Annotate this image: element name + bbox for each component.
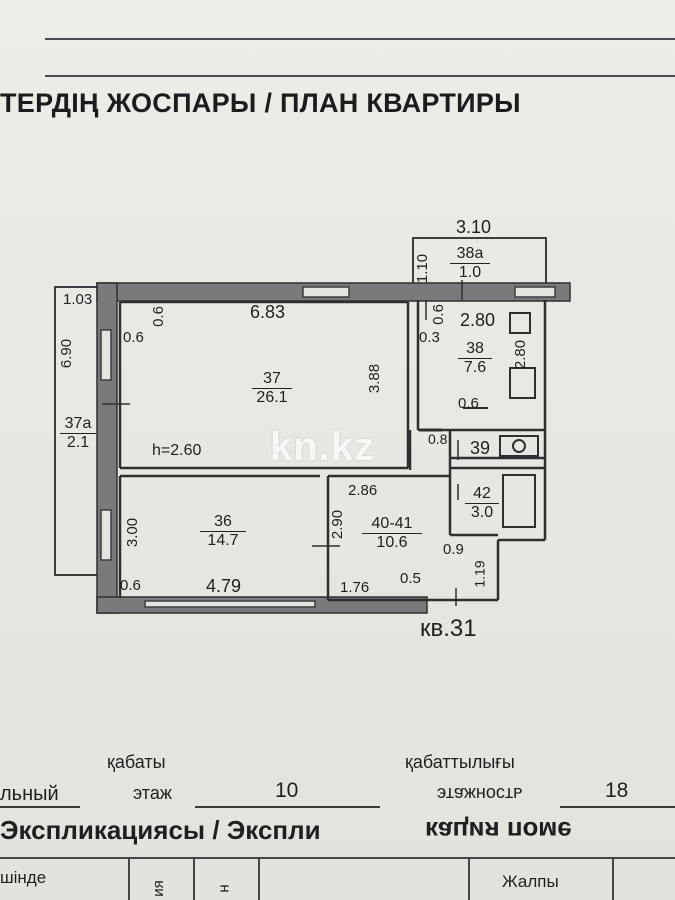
top-rule-1 bbox=[45, 38, 675, 40]
left-partial-word: льный bbox=[0, 783, 59, 805]
table-header-total: Жалпы bbox=[502, 872, 559, 891]
dim-0-6-a: 0.6 bbox=[149, 306, 167, 327]
room-39-label: 39 bbox=[470, 438, 491, 458]
dim-0-6-c: 0.6 bbox=[429, 304, 447, 325]
floor-label-kz: қабаты bbox=[107, 752, 166, 772]
floors-value: 18 bbox=[605, 779, 629, 802]
dim-0-8: 0.8 bbox=[428, 431, 448, 447]
dim-0-6-d: 0.6 bbox=[458, 395, 479, 412]
table-col-divider-1 bbox=[128, 858, 130, 900]
table-header-col1: шінде bbox=[0, 868, 47, 887]
dim-2-90: 2.90 bbox=[329, 509, 347, 540]
watermark: kn.kz bbox=[270, 425, 376, 469]
dim-1-19: 1.19 bbox=[471, 560, 488, 588]
dim-2-80-a: 2.80 bbox=[460, 310, 496, 330]
floor-value: 10 bbox=[275, 779, 299, 802]
floors-label-kz: қабаттылығы bbox=[405, 752, 515, 772]
explication-title: Экспликациясы / Экспли bbox=[0, 815, 321, 845]
dim-1-10: 1.10 bbox=[414, 253, 432, 284]
dim-0-6-e: 0.6 bbox=[120, 577, 141, 594]
top-rule-2 bbox=[45, 75, 675, 77]
floors-label-ru: этажность bbox=[437, 784, 523, 804]
table-col-divider-5 bbox=[612, 858, 614, 900]
dim-3-88: 3.88 bbox=[366, 363, 384, 394]
dim-6-90: 6.90 bbox=[58, 338, 76, 369]
table-col-divider-2 bbox=[193, 858, 195, 900]
explication-title-mirrored: кация поме bbox=[425, 816, 572, 846]
floor-underline bbox=[195, 806, 380, 808]
left-underline bbox=[0, 806, 80, 808]
dim-6-83: 6.83 bbox=[250, 302, 286, 322]
dim-0-3: 0.3 bbox=[419, 329, 440, 346]
dim-3-10: 3.10 bbox=[456, 217, 492, 237]
dim-1-76: 1.76 bbox=[340, 579, 370, 596]
table-header-col3: н bbox=[215, 884, 233, 893]
dim-3-00: 3.00 bbox=[124, 517, 142, 548]
table-top-border bbox=[0, 857, 675, 859]
table-col-divider-3 bbox=[258, 858, 260, 900]
table-header-col2: ия bbox=[149, 880, 167, 897]
page-title: ТЕРДІҢ ЖОСПАРЫ / ПЛАН КВАРТИРЫ bbox=[0, 88, 521, 118]
dim-0-9: 0.9 bbox=[443, 541, 464, 558]
dim-1-03: 1.03 bbox=[63, 291, 93, 308]
apartment-number: кв.31 bbox=[420, 615, 477, 642]
dim-2-80-b: 2.80 bbox=[512, 339, 530, 370]
table-col-divider-4 bbox=[468, 858, 470, 900]
dim-4-79: 4.79 bbox=[206, 576, 242, 596]
floor-label-ru: этаж bbox=[133, 783, 172, 803]
dim-0-5: 0.5 bbox=[400, 570, 421, 587]
dim-0-6-b: 0.6 bbox=[123, 329, 144, 346]
dim-2-86: 2.86 bbox=[348, 482, 378, 499]
ceiling-height: h=2.60 bbox=[152, 442, 202, 459]
floors-underline bbox=[560, 806, 675, 808]
